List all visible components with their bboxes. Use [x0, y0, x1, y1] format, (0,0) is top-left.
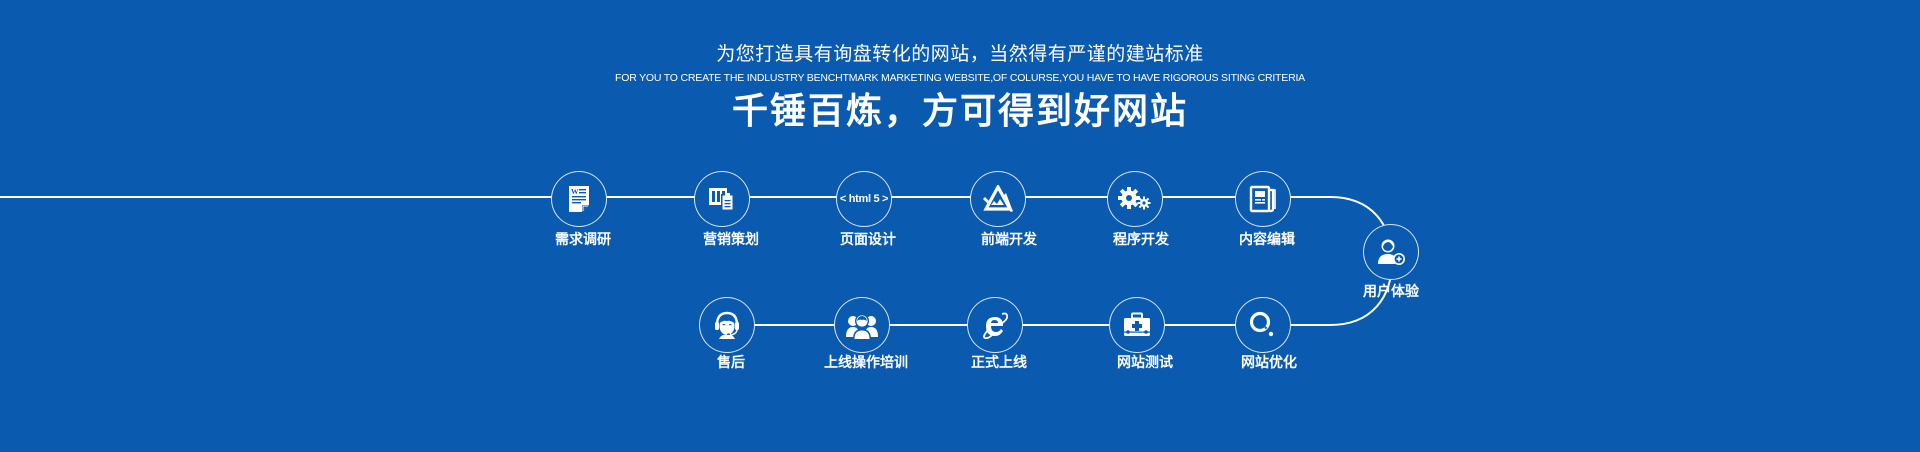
step-marketing-planning[interactable] — [694, 171, 750, 227]
medical-kit-icon — [1124, 312, 1150, 336]
design-tools-icon — [983, 185, 1013, 212]
word-document-icon: W — [569, 186, 589, 212]
step-label: 营销策划 — [703, 232, 759, 248]
step-label: 前端开发 — [981, 232, 1037, 248]
step-page-design[interactable]: < html 5 > — [836, 171, 892, 227]
newspaper-icon — [1249, 185, 1276, 213]
step-website-testing[interactable] — [1109, 297, 1165, 353]
group-training-icon — [846, 314, 878, 339]
step-label: 售后 — [717, 355, 745, 371]
step-official-launch[interactable] — [967, 297, 1023, 353]
step-website-optimization[interactable] — [1235, 297, 1291, 353]
step-user-experience[interactable] — [1363, 224, 1419, 280]
user-add-icon — [1378, 239, 1405, 265]
subtitle-cn: 为您打造具有询盘转化的网站，当然得有严谨的建站标准 — [716, 43, 1204, 65]
step-label: 页面设计 — [840, 232, 896, 248]
html5-icon: < html 5 > — [839, 193, 889, 205]
step-label: 内容编辑 — [1239, 232, 1295, 248]
planning-board-icon — [709, 188, 734, 211]
headset-support-icon — [715, 311, 739, 339]
step-label: 程序开发 — [1113, 232, 1169, 248]
step-label: 网站优化 — [1241, 355, 1297, 371]
internet-explorer-icon — [983, 312, 1009, 340]
step-program-dev[interactable] — [1107, 171, 1163, 227]
step-label: 需求调研 — [555, 232, 611, 248]
step-requirement-research[interactable]: W — [551, 171, 607, 227]
gears-icon — [1118, 187, 1151, 210]
step-label: 用户体验 — [1363, 284, 1419, 300]
subtitle-en: FOR YOU TO CREATE THE INDLUSTRY BENCHTMA… — [615, 72, 1305, 84]
step-content-editing[interactable] — [1235, 171, 1291, 227]
page-title: 千锤百炼，方可得到好网站 — [731, 91, 1188, 132]
step-label: 上线操作培训 — [824, 355, 908, 371]
step-after-sales[interactable] — [699, 297, 755, 353]
step-label: 网站测试 — [1117, 355, 1173, 371]
step-launch-training[interactable] — [834, 297, 890, 353]
step-frontend-dev[interactable] — [970, 171, 1026, 227]
search-magnifier-icon — [1249, 311, 1274, 337]
svg-text:W: W — [571, 187, 579, 196]
step-label: 正式上线 — [971, 355, 1027, 371]
